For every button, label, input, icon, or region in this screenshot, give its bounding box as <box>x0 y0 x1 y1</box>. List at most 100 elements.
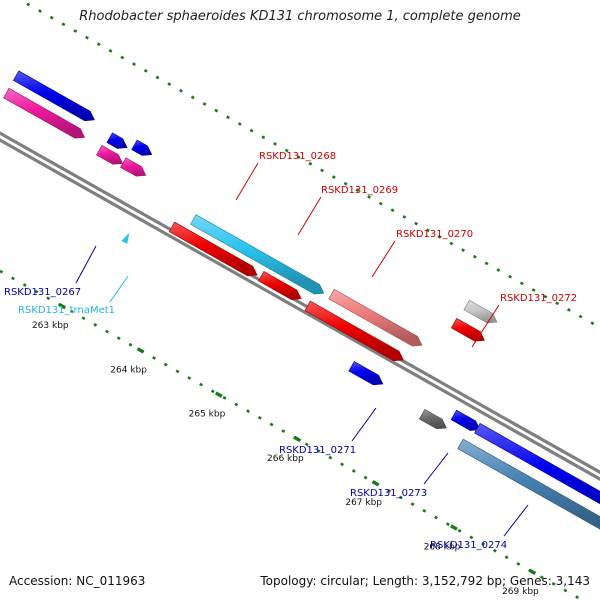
gene-label: RSKD131_0270 <box>396 229 473 240</box>
tick-label: 268 kbp <box>424 543 461 553</box>
gene-arrow <box>96 144 124 165</box>
minor-tick <box>187 376 192 380</box>
tick-label: 263 kbp <box>32 321 69 331</box>
gene-label: RSKD131_0269 <box>321 185 398 196</box>
minor-tick <box>49 15 54 20</box>
gene-arrow <box>131 139 153 156</box>
minor-tick <box>363 475 368 480</box>
minor-tick <box>167 82 172 86</box>
minor-tick <box>355 188 360 193</box>
tick-label: 264 kbp <box>110 365 147 375</box>
minor-tick <box>484 261 489 266</box>
gene-arrow <box>258 270 302 300</box>
minor-tick <box>422 508 427 513</box>
minor-tick <box>472 254 477 259</box>
gene-leader-line <box>503 504 529 537</box>
minor-tick <box>351 469 356 473</box>
minor-tick <box>199 382 203 387</box>
gene-arrow <box>3 87 86 139</box>
minor-tick <box>46 296 51 301</box>
major-tick <box>293 435 302 443</box>
minor-tick <box>34 289 39 294</box>
gene-leader-line <box>235 162 259 201</box>
minor-tick <box>590 321 595 326</box>
tick-label: 267 kbp <box>345 498 382 508</box>
gene-label: RSKD131_0268 <box>259 151 336 162</box>
minor-tick <box>108 49 113 53</box>
minor-tick <box>434 515 439 520</box>
minor-tick <box>85 35 89 40</box>
minor-tick <box>152 356 156 360</box>
page-title: Rhodobacter sphaeroides KD131 chromosome… <box>79 9 521 24</box>
minor-tick <box>269 422 274 427</box>
minor-tick <box>73 29 78 33</box>
minor-tick <box>519 281 524 286</box>
minor-tick <box>214 108 219 113</box>
minor-tick <box>449 241 454 246</box>
minor-tick <box>343 181 348 186</box>
minor-tick <box>328 455 333 460</box>
gene-leader-line <box>371 240 396 278</box>
minor-tick <box>508 274 513 279</box>
minor-tick <box>437 234 442 239</box>
gene-arrow <box>450 409 481 431</box>
minor-tick <box>163 362 168 367</box>
minor-tick <box>105 329 109 334</box>
minor-tick <box>116 336 121 340</box>
minor-tick <box>566 308 571 312</box>
gene-label: RSKD131_0274 <box>430 540 507 551</box>
minor-tick <box>81 316 86 321</box>
minor-tick <box>61 22 66 27</box>
major-tick <box>214 391 223 398</box>
gene-arrow <box>12 70 95 122</box>
gene-leader-line <box>351 407 377 442</box>
minor-tick <box>246 409 250 414</box>
gene-arrow <box>106 132 128 149</box>
minor-tick <box>132 62 136 67</box>
minor-tick <box>461 248 466 253</box>
gene-arrow <box>450 317 485 342</box>
minor-tick <box>516 562 521 566</box>
minor-tick <box>331 175 336 179</box>
minor-tick <box>492 548 497 553</box>
minor-tick <box>222 396 227 400</box>
gene-arrow <box>328 288 423 347</box>
backbone-line <box>0 138 600 481</box>
minor-tick <box>555 301 560 306</box>
gene-label: RSKD131_0272 <box>500 293 577 304</box>
minor-tick <box>0 269 4 274</box>
major-tick <box>136 347 145 354</box>
minor-tick <box>22 283 27 287</box>
major-tick <box>450 524 458 531</box>
gene-arrow <box>304 300 404 362</box>
minor-tick <box>296 155 301 160</box>
minor-tick <box>504 555 509 560</box>
gene-label: RSKD131_trnaMet1 <box>18 305 115 316</box>
minor-tick <box>481 542 486 546</box>
gene-leader-line <box>471 304 500 348</box>
minor-tick <box>402 215 407 219</box>
minor-tick <box>340 462 345 467</box>
minor-tick <box>210 389 215 394</box>
tick-label: 269 kbp <box>502 587 539 597</box>
minor-tick <box>398 495 403 500</box>
gene-arrow <box>168 221 258 277</box>
minor-tick <box>445 522 450 526</box>
tick-label: 265 kbp <box>189 410 226 420</box>
minor-tick <box>457 528 462 533</box>
minor-tick <box>273 142 277 146</box>
gene-label: RSKD131_0273 <box>350 488 427 499</box>
gene-arrow <box>463 299 498 324</box>
minor-tick <box>496 268 501 272</box>
minor-tick <box>143 68 148 73</box>
accession-label: Accession: NC_011963 <box>9 574 146 588</box>
minor-tick <box>69 309 74 314</box>
gene-label: RSKD131_0271 <box>279 445 356 456</box>
minor-tick <box>551 581 556 586</box>
minor-tick <box>304 442 309 447</box>
minor-tick <box>563 588 568 593</box>
gene-arrow <box>457 438 600 530</box>
gene-leader-line <box>75 245 97 284</box>
minor-tick <box>226 115 230 120</box>
